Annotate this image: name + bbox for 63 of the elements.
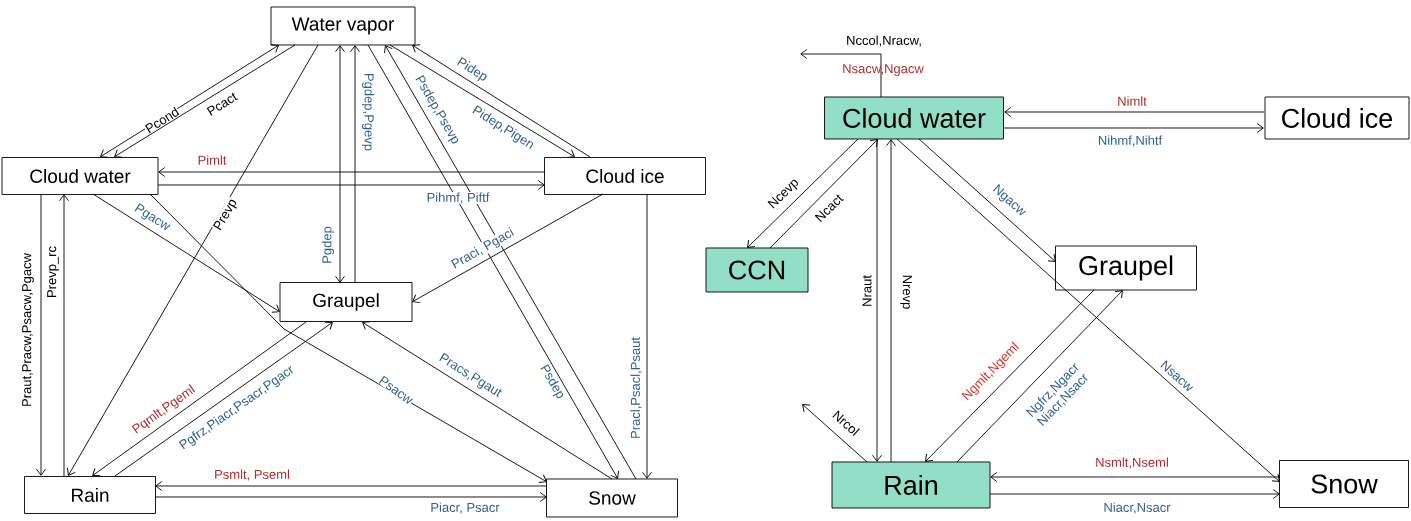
edge-label: Nsmlt,Nseml bbox=[1094, 456, 1170, 470]
arrow bbox=[769, 139, 878, 249]
edge-label: Piacr, Psacr bbox=[429, 501, 501, 515]
arrow bbox=[149, 193, 547, 483]
process-box: Water vapor bbox=[270, 6, 416, 46]
arrow bbox=[155, 481, 548, 491]
arrow bbox=[747, 138, 859, 248]
arrow bbox=[36, 193, 46, 476]
arrow bbox=[92, 193, 280, 313]
arrow bbox=[412, 193, 604, 304]
arrow bbox=[642, 193, 652, 479]
edge-label: Pimlt bbox=[197, 154, 227, 166]
arrow bbox=[59, 194, 69, 477]
arrow bbox=[412, 44, 591, 158]
arrow bbox=[158, 167, 546, 177]
process-box: Rain bbox=[831, 461, 991, 509]
text-label: Nsacw,Ngacw bbox=[843, 64, 924, 76]
edge-label: Nimlt bbox=[1116, 95, 1148, 107]
edge-label: Nccol,Nracw, bbox=[845, 34, 923, 48]
arrow bbox=[886, 139, 896, 463]
edge-label: Prevp_rc bbox=[46, 245, 60, 299]
edge-label: Nrevp bbox=[899, 274, 913, 310]
process-box: Cloud water bbox=[1, 157, 159, 195]
process-box: Snow bbox=[546, 478, 678, 518]
edge-label: Niacr,Nsacr bbox=[1102, 501, 1172, 515]
edge-label: Psmlt, Pseml bbox=[213, 468, 291, 482]
process-box: Snow bbox=[1279, 460, 1409, 508]
process-box: Graupel bbox=[1055, 245, 1197, 291]
edge-label: Pgdep bbox=[321, 225, 335, 265]
edge-label: Praut,Pracw,Psacw,Pgacw bbox=[21, 252, 35, 408]
arrow bbox=[92, 321, 307, 477]
process-box: Cloud water bbox=[824, 96, 1004, 140]
arrow bbox=[989, 489, 1280, 499]
arrow bbox=[67, 44, 319, 476]
arrow bbox=[350, 45, 360, 284]
edge-label: Pgdep,Pgevp bbox=[361, 72, 375, 152]
arrow bbox=[389, 44, 575, 158]
arrow bbox=[918, 138, 1056, 262]
edge-label: Pracl,Psacl,Psaut bbox=[629, 336, 643, 440]
arrow bbox=[100, 44, 279, 158]
edge-label: Nihmf,Nihtf bbox=[1097, 134, 1163, 148]
arrow bbox=[114, 321, 333, 477]
process-box: Graupel bbox=[279, 282, 413, 322]
process-box: Cloud ice bbox=[1264, 96, 1410, 140]
arrow bbox=[925, 289, 1095, 462]
edge-label: Nraut bbox=[861, 274, 873, 308]
process-box: Cloud ice bbox=[544, 157, 706, 195]
arrow bbox=[362, 321, 613, 480]
arrow bbox=[157, 180, 545, 190]
process-box: Rain bbox=[24, 476, 156, 514]
arrow bbox=[872, 138, 882, 462]
edge-label: Pihmf, Piftf bbox=[426, 191, 490, 205]
arrow bbox=[956, 290, 1123, 463]
process-box: CCN bbox=[705, 247, 809, 293]
arrow bbox=[114, 44, 296, 158]
arrow bbox=[335, 45, 345, 283]
arrow bbox=[802, 404, 868, 463]
arrow bbox=[154, 492, 547, 502]
arrow bbox=[1003, 123, 1264, 133]
arrow bbox=[800, 49, 882, 98]
arrow bbox=[896, 138, 1280, 482]
arrow bbox=[990, 472, 1281, 482]
arrow bbox=[1004, 107, 1265, 117]
